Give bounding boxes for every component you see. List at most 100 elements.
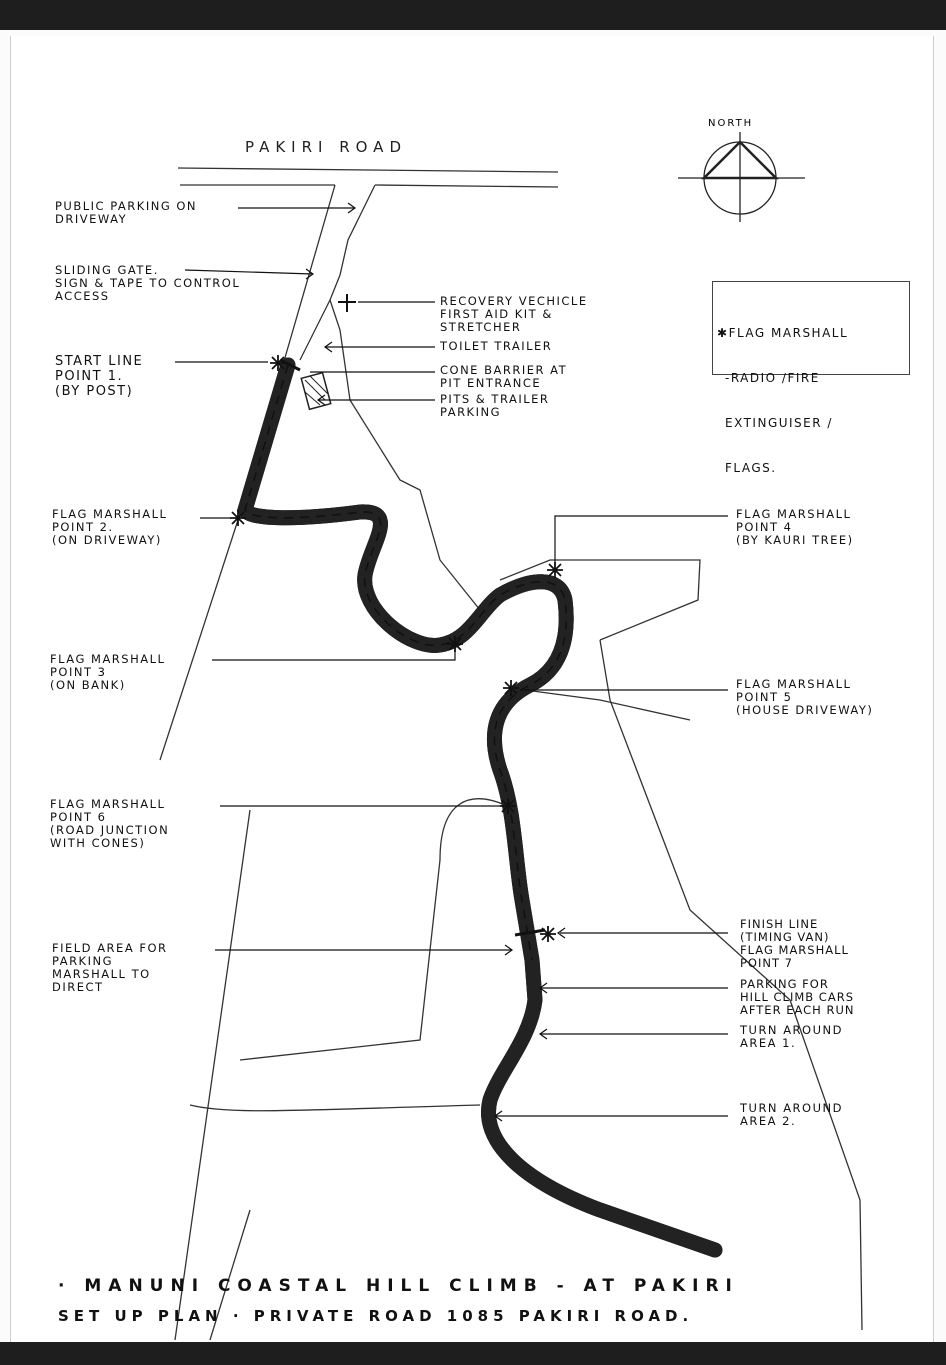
field-line (209, 1209, 251, 1341)
label-line: FIELD AREA FOR (52, 941, 168, 955)
hill-climb-course (236, 357, 723, 1258)
side-road (239, 798, 506, 1061)
pits-area (300, 371, 332, 411)
compass-label: NORTH (708, 118, 754, 129)
legend-box: ✱FLAG MARSHALL -RADIO /FIRE EXTINGUISER … (712, 281, 910, 475)
label-line: POINT 4 (736, 520, 793, 534)
finish-line (514, 928, 546, 937)
label-line: POINT 6 (50, 810, 107, 824)
label-line: ACCESS (55, 289, 110, 303)
label-line: -RADIO /FIRE (725, 371, 820, 385)
label-line: (ON DRIVEWAY) (52, 533, 162, 547)
star-icon (503, 680, 519, 696)
label-line: POINT 7 (740, 956, 793, 970)
label-line: AFTER EACH RUN (740, 1003, 855, 1017)
recovery-cross-icon (338, 294, 356, 312)
property-boundary (329, 299, 481, 611)
legend-line: ✱FLAG MARSHALL (717, 326, 848, 341)
label-line: PARKING FOR (740, 977, 829, 991)
label-line: PITS & TRAILER (440, 392, 550, 406)
house-driveway (524, 689, 691, 721)
star-icon (230, 510, 246, 526)
label-line: FLAG MARSHALL (50, 652, 166, 666)
label-line: (BY KAURI TREE) (736, 533, 854, 547)
label-line: SLIDING GATE. (55, 263, 159, 277)
label-line: FLAG MARSHALL (50, 797, 166, 811)
label-line: FLAGS. (725, 461, 777, 475)
label-line: DRIVEWAY (55, 212, 128, 226)
plan-sheet (10, 36, 934, 1342)
label-line: PIT ENTRANCE (440, 376, 542, 390)
label-line: FLAG MARSHALL (52, 507, 168, 521)
label-line: HILL CLIMB CARS (740, 990, 854, 1004)
plan-subtitle: SET UP PLAN · PRIVATE ROAD 1085 PAKIRI R… (58, 1307, 694, 1325)
label-line: FLAG MARSHALL (728, 326, 849, 340)
label-line: (ON BANK) (50, 678, 126, 692)
star-icon (547, 562, 563, 578)
label-line: POINT 3 (50, 665, 107, 679)
label-line: POINT 1. (55, 369, 124, 384)
label-line: START LINE (55, 354, 144, 369)
pakiri-road (177, 167, 559, 188)
course-centerline (244, 364, 568, 961)
label-toilet-trailer: TOILET TRAILER (440, 340, 552, 353)
driveway-right-edge (299, 184, 376, 361)
label-line: PARKING (52, 954, 114, 968)
star-icon (270, 355, 286, 371)
star-icon (447, 636, 463, 652)
label-line: AREA 1. (740, 1036, 797, 1050)
label-line: POINT 2. (52, 520, 114, 534)
pakiri-road-label: PAKIRI ROAD (245, 138, 407, 156)
label-line: PARKING (440, 405, 502, 419)
legend-text: ✱FLAG MARSHALL -RADIO /FIRE EXTINGUISER … (717, 296, 848, 506)
star-icon: ✱ (717, 326, 729, 340)
label-line: POINT 5 (736, 690, 793, 704)
west-boundary (174, 809, 251, 1341)
label-line: WITH CONES) (50, 836, 146, 850)
label-line: RECOVERY VECHICLE (440, 294, 588, 308)
south-boundary (189, 1104, 481, 1112)
label-line: TURN AROUND (740, 1101, 843, 1115)
label-line: FINISH LINE (740, 917, 819, 931)
star-icon (500, 798, 516, 814)
label-line: FLAG MARSHALL (736, 507, 852, 521)
label-line: TURN AROUND (740, 1023, 843, 1037)
label-line: MARSHALL TO (52, 967, 151, 981)
label-line: (BY POST) (55, 384, 134, 399)
label-line: STRETCHER (440, 320, 522, 334)
label-line: EXTINGUISER / (725, 416, 833, 430)
start-line (279, 358, 301, 372)
label-line: (HOUSE DRIVEWAY) (736, 703, 874, 717)
north-compass-icon (678, 132, 805, 222)
label-line: (ROAD JUNCTION (50, 823, 170, 837)
plan-title: · MANUNI COASTAL HILL CLIMB - AT PAKIRI (58, 1276, 739, 1296)
label-line: FLAG MARSHALL (740, 943, 849, 957)
star-icon (540, 926, 556, 942)
label-line: FIRST AID KIT & (440, 307, 553, 321)
label-line: FLAG MARSHALL (736, 677, 852, 691)
label-line: CONE BARRIER AT (440, 363, 568, 377)
flag-marshal-stars (230, 355, 563, 942)
kauri-area (499, 559, 701, 641)
label-line: AREA 2. (740, 1114, 797, 1128)
label-line: (TIMING VAN) (740, 930, 830, 944)
label-line: SIGN & TAPE TO CONTROL (55, 276, 241, 290)
label-line: TOILET TRAILER (440, 339, 553, 353)
label-line: PUBLIC PARKING ON (55, 199, 198, 213)
label-line: DIRECT (52, 980, 104, 994)
